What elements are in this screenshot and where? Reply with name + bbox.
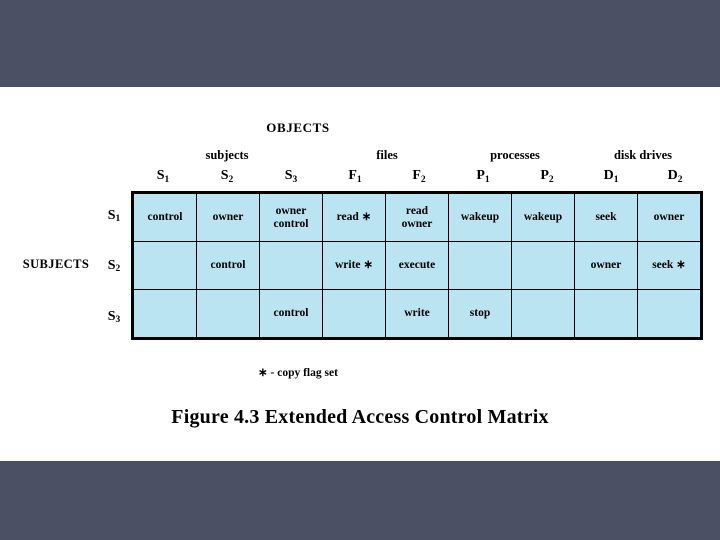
column-header-f2: F2 [412, 168, 426, 185]
matrix-cell-s2-f2: execute [385, 241, 449, 290]
matrix-cell-s2-p1 [448, 241, 512, 290]
matrix-cell-line: execute [398, 259, 436, 271]
matrix-cell-line: seek [595, 211, 617, 223]
matrix-cell-line: owner [275, 204, 307, 217]
column-header-p2: P2 [540, 168, 554, 185]
matrix-cell-s2-d2: seek ∗ [637, 241, 702, 290]
matrix-cell-s3-f2: write [385, 289, 449, 339]
matrix-cell-line: write [404, 307, 430, 319]
matrix-row: control write stop [132, 289, 702, 339]
matrix-cell-line: control [147, 211, 183, 223]
column-header-s2: S2 [220, 168, 234, 185]
matrix-cell-s3-d2 [637, 289, 702, 339]
matrix-cell-line: owner [653, 211, 685, 223]
matrix-cell-s3-f1 [322, 289, 386, 339]
copy-flag-footnote: ∗ - copy flag set [258, 367, 338, 379]
matrix-cell-s3-d1 [574, 289, 638, 339]
column-group-header-row: subjects files processes disk drives [131, 148, 707, 165]
subjects-axis-title: SUBJECTS [22, 257, 90, 271]
matrix-cell-s3-p1: stop [448, 289, 512, 339]
objects-title: OBJECTS [266, 120, 330, 135]
matrix-cell-s1-d2: owner [637, 192, 702, 242]
matrix-cell-s1-f1: read ∗ [322, 192, 386, 242]
column-group-files: files [376, 148, 398, 162]
matrix-cell-line: read ∗ [336, 211, 372, 223]
matrix-cell-s2-s2: control [196, 241, 260, 290]
slide-top-band [0, 0, 720, 87]
matrix-cell-s2-s3 [259, 241, 323, 290]
column-group-disk-drives: disk drives [613, 148, 672, 162]
matrix-cell-s3-s3: control [259, 289, 323, 339]
matrix-cell-s3-p2 [511, 289, 575, 339]
figure-caption: Figure 4.3 Extended Access Control Matri… [171, 406, 549, 428]
column-group-processes: processes [490, 148, 540, 162]
matrix-cell-s2-s1 [132, 241, 197, 290]
column-header-d2: D2 [667, 168, 683, 185]
column-header-f1: F1 [348, 168, 362, 185]
matrix-cell-line: control [273, 307, 309, 319]
matrix-cell-s1-p2: wakeup [511, 192, 575, 242]
column-header-s1: S1 [156, 168, 170, 185]
matrix-cell-s1-s2: owner [196, 192, 260, 242]
matrix-cell-line: wakeup [523, 211, 563, 223]
column-group-subjects: subjects [205, 148, 249, 162]
matrix-cell-s1-d1: seek [574, 192, 638, 242]
matrix-cell-s2-p2 [511, 241, 575, 290]
matrix-cell-line: control [273, 217, 309, 230]
matrix-row: control write ∗ execute owner seek ∗ [132, 241, 702, 290]
column-header-s3: S3 [284, 168, 298, 185]
matrix-cell-line: wakeup [460, 211, 500, 223]
matrix-cell-s1-p1: wakeup [448, 192, 512, 242]
matrix-cell-s3-s2 [196, 289, 260, 339]
matrix-cell-s2-f1: write ∗ [322, 241, 386, 290]
matrix-cell-line: control [210, 259, 246, 271]
matrix-cell-s3-s1 [132, 289, 197, 339]
matrix-cell-line: stop [469, 307, 491, 319]
matrix-cell-line: seek ∗ [652, 259, 686, 271]
matrix-cell-s2-d1: owner [574, 241, 638, 290]
column-header-d1: D1 [603, 168, 619, 185]
matrix-cell-line: owner [590, 259, 622, 271]
matrix-cell-line: owner [212, 211, 244, 223]
column-header-p1: P1 [476, 168, 490, 185]
figure-area: OBJECTS subjects files processes disk dr… [0, 87, 720, 461]
slide-bottom-band [0, 461, 720, 540]
column-header-row: S1 S2 S3 F1 F2 P1 P2 D1 D2 [131, 167, 707, 187]
matrix-cell-line: write ∗ [334, 259, 374, 271]
matrix-cell-line: read [405, 204, 429, 217]
matrix-cell-line: owner [401, 217, 433, 230]
matrix-cell-s1-s1: control [132, 192, 197, 242]
